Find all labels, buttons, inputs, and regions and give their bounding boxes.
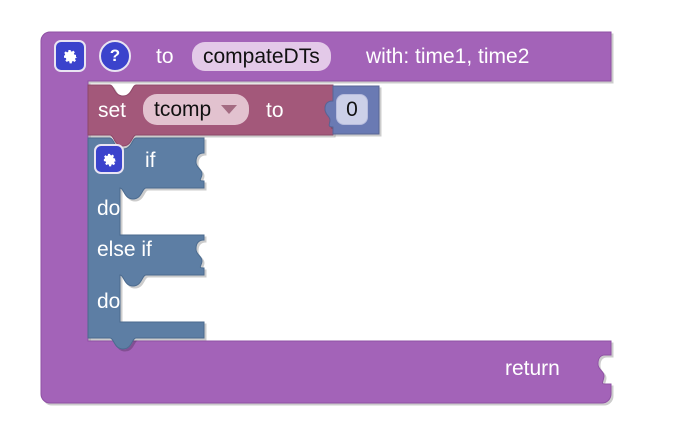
procedure-definition-block[interactable] <box>40 31 612 404</box>
variable-dropdown-field[interactable]: tcomp <box>143 94 250 125</box>
set-label: set <box>98 99 127 122</box>
gear-icon[interactable] <box>94 144 124 174</box>
question-mark-icon[interactable]: ? <box>99 40 131 72</box>
procedure-name-text: compateDTs <box>203 45 320 68</box>
set-to-label: to <box>266 99 284 122</box>
return-label: return <box>505 357 560 380</box>
if-do-row-label: do <box>97 197 121 220</box>
number-value-text: 0 <box>346 98 358 121</box>
number-input-field[interactable]: 0 <box>336 94 368 125</box>
else-if-row-label: else if <box>97 238 152 261</box>
variable-name-text: tcomp <box>154 98 212 121</box>
gear-icon-glyph <box>64 50 78 64</box>
question-mark-glyph: ? <box>109 46 121 65</box>
chevron-down-icon <box>221 105 238 114</box>
else-if-do-row-label: do <box>97 290 121 313</box>
procedure-to-label: to <box>156 45 174 68</box>
if-row-label: if <box>145 149 156 172</box>
procedure-params-label: with: time1, time2 <box>366 45 530 68</box>
gear-icon[interactable] <box>54 40 86 72</box>
if-else-block[interactable] <box>87 137 205 350</box>
procedure-name-field[interactable]: compateDTs <box>192 42 331 71</box>
gear-icon-glyph <box>103 153 116 166</box>
